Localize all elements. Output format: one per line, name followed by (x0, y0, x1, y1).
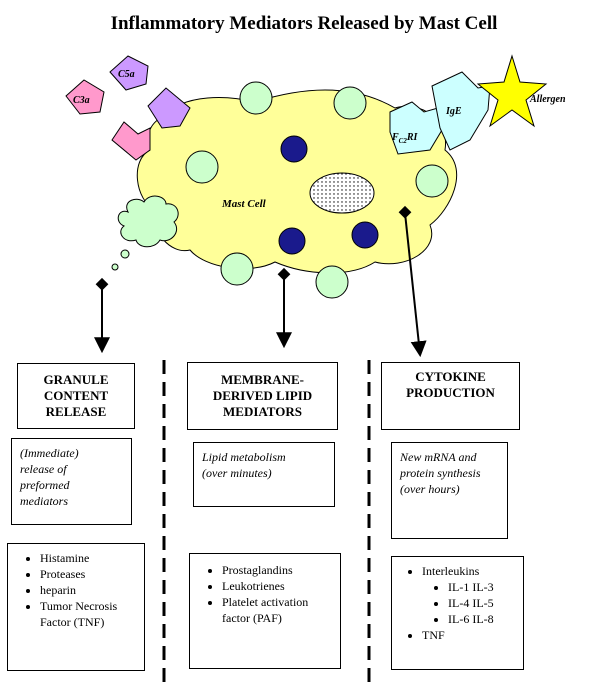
cytokine-header-line: CYTOKINE (415, 369, 486, 384)
list-item: Histamine (40, 550, 138, 566)
granule-header-line: RELEASE (45, 404, 107, 419)
granule-description-line: (Immediate) (20, 446, 79, 460)
list-item: IL-6 IL-8 (448, 611, 517, 627)
allergen-star (476, 54, 548, 128)
c3a-molecule (65, 79, 105, 115)
cytokine-description-box: New mRNA and protein synthesis (over hou… (391, 442, 508, 539)
interleukin-sublist: IL-1 IL-3 IL-4 IL-5 IL-6 IL-8 (422, 579, 517, 627)
list-item: Tumor Necrosis Factor (TNF) (40, 598, 138, 630)
nucleus (309, 172, 375, 214)
lipid-header-line: MEDIATORS (223, 404, 302, 419)
lipid-description-box: Lipid metabolism (over minutes) (193, 442, 335, 507)
granule-navy (280, 135, 308, 163)
granule-items-list: Histamine Proteases heparin Tumor Necros… (8, 544, 144, 630)
granule-green (415, 164, 449, 198)
ige-molecule (431, 71, 491, 151)
granule-navy (351, 221, 379, 249)
cytokine-arrow (404, 212, 427, 358)
granule-description-line: release of (20, 462, 67, 476)
granule-green (220, 252, 254, 286)
granule-description-line: preformed (20, 478, 70, 492)
lipid-header-box: MEMBRANE- DERIVED LIPID MEDIATORS (187, 362, 338, 430)
cytokine-description-line: (over hours) (400, 482, 460, 496)
list-item: Proteases (40, 566, 138, 582)
c3a-receptor (111, 121, 151, 161)
lipid-items-box: Prostaglandins Leukotrienes Platelet act… (189, 553, 341, 669)
granule-green (333, 86, 367, 120)
granule-green (239, 81, 273, 115)
mast-cell-label: Mast Cell (221, 198, 267, 210)
list-item: heparin (40, 582, 138, 598)
lipid-arrow-diamond (277, 267, 291, 281)
fc-receptor-label: FC2RI (391, 132, 419, 145)
granule-navy (278, 227, 306, 255)
lipid-description-line: (over minutes) (202, 466, 272, 480)
list-item: IL-1 IL-3 (448, 579, 517, 595)
c5a-molecule (109, 55, 149, 91)
granule-release-cloud (117, 195, 179, 248)
cytokine-description-line: protein synthesis (400, 466, 481, 480)
release-bubble (120, 249, 130, 259)
c5a-label: C5a (118, 69, 135, 80)
lipid-description-line: Lipid metabolism (202, 450, 286, 464)
list-item: Leukotrienes (222, 578, 334, 594)
c3a-label: C3a (73, 95, 90, 106)
list-item: Interleukins IL-1 IL-3 IL-4 IL-5 IL-6 IL… (422, 563, 517, 627)
granule-green (315, 265, 349, 299)
list-item: Prostaglandins (222, 562, 334, 578)
cytokine-header-line: PRODUCTION (406, 385, 495, 400)
diagram-title: Inflammatory Mediators Released by Mast … (110, 13, 498, 34)
list-item: IL-4 IL-5 (448, 595, 517, 611)
lipid-header-line: DERIVED LIPID (212, 388, 313, 403)
granule-description-line: mediators (20, 494, 68, 508)
release-bubble (111, 263, 119, 271)
list-item: TNF (422, 627, 517, 643)
lipid-header-line: MEMBRANE- (220, 372, 305, 387)
c5a-receptor (147, 87, 191, 129)
granule-header-line: CONTENT (43, 388, 109, 403)
granule-arrow-diamond (95, 277, 109, 291)
granule-description-box: (Immediate) release of preformed mediato… (11, 438, 132, 525)
granule-header-box: GRANULE CONTENT RELEASE (17, 363, 135, 429)
cytokine-description-line: New mRNA and (400, 450, 477, 464)
interleukins-label: Interleukins (422, 564, 480, 578)
granule-items-box: Histamine Proteases heparin Tumor Necros… (7, 543, 145, 671)
lipid-items-list: Prostaglandins Leukotrienes Platelet act… (190, 554, 340, 626)
cytokine-items-list: Interleukins IL-1 IL-3 IL-4 IL-5 IL-6 IL… (392, 557, 523, 643)
granule-green (185, 150, 219, 184)
ige-label: IgE (445, 106, 462, 117)
cytokine-items-box: Interleukins IL-1 IL-3 IL-4 IL-5 IL-6 IL… (391, 556, 524, 670)
cytokine-header-box: CYTOKINE PRODUCTION (381, 362, 520, 430)
cytokine-arrow-diamond (398, 205, 412, 219)
list-item: Platelet activation factor (PAF) (222, 594, 334, 626)
allergen-label: Allergen (529, 94, 566, 105)
granule-header-line: GRANULE (43, 372, 109, 387)
